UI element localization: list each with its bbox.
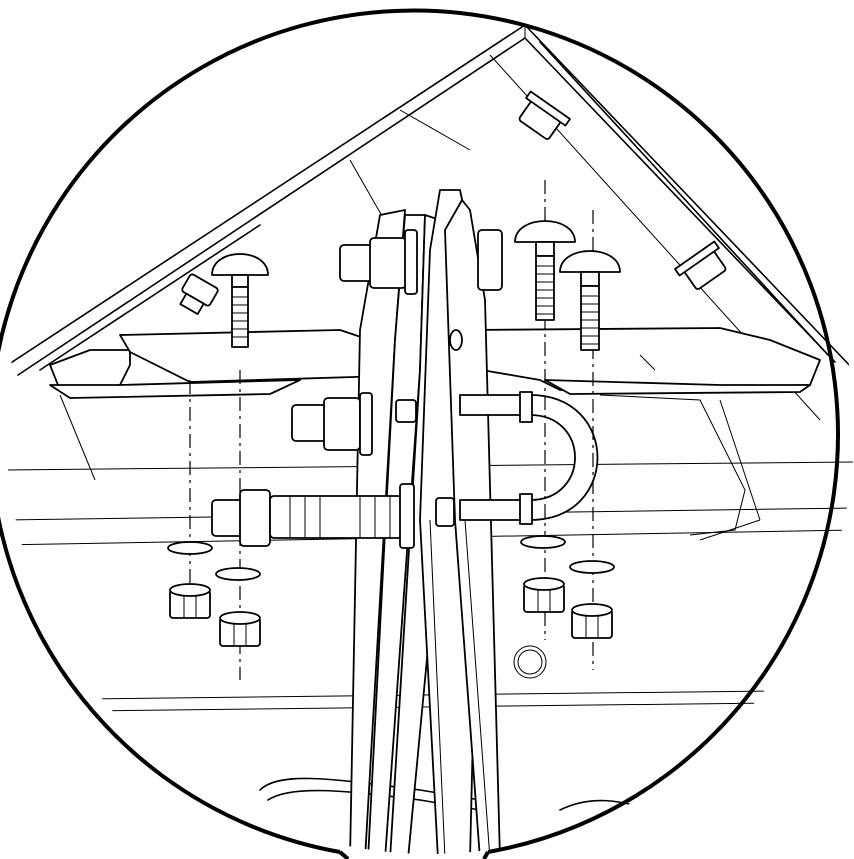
lock-nuts xyxy=(169,577,613,647)
flat-washers xyxy=(167,535,615,581)
u-bolt xyxy=(459,391,599,525)
frame-background xyxy=(6,109,854,811)
bracket-flange-bolts xyxy=(179,90,727,315)
magnifier-outline xyxy=(0,8,840,859)
mounting-plate xyxy=(49,327,821,399)
spring-hex-bolts xyxy=(211,229,503,549)
center-lines xyxy=(189,180,594,680)
carriage-bolts xyxy=(211,220,621,351)
